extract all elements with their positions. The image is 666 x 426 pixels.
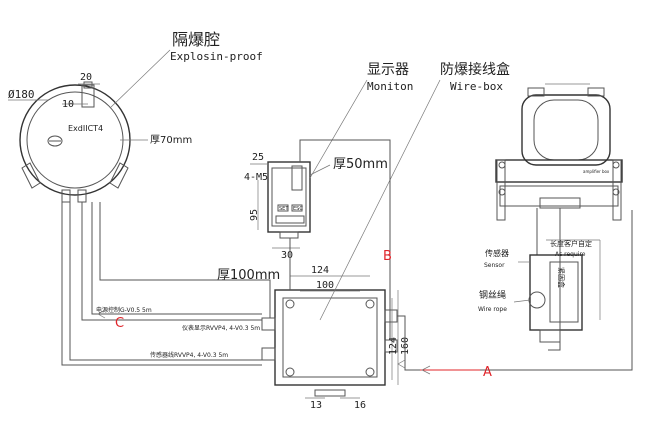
- chamber-dim-side: 10: [62, 99, 74, 110]
- monitor-leader: [309, 79, 368, 179]
- chamber-diameter: Ø180: [8, 88, 35, 101]
- marker-b-arrow: [397, 359, 406, 369]
- monitor-thickness: 厚50mm: [333, 157, 388, 172]
- rope-leader: [513, 299, 531, 303]
- monitor-dim-bottom: 30: [281, 250, 293, 261]
- cables: [61, 139, 633, 371]
- sensor-label-cn: 传感器: [485, 248, 509, 258]
- chamber-dim-top: 20: [80, 72, 92, 83]
- cable-power-label: 电源控制G-V0.5 5m: [96, 306, 152, 314]
- chamber-label-cn: 隔爆腔: [172, 30, 220, 49]
- monitor-label-cn: 显示器: [367, 62, 409, 78]
- marker-a: A: [483, 365, 492, 380]
- rope-label-cn: 钢丝绳: [479, 289, 506, 301]
- marker-c-arrow: [97, 309, 106, 319]
- marker-c: C: [115, 316, 124, 331]
- sensor-assembly: [495, 83, 623, 351]
- wirebox-label-cn: 防爆接线盒: [440, 61, 510, 78]
- wirebox-label-en: Wire-box: [450, 80, 503, 93]
- monitor: [250, 161, 331, 249]
- cable-display-label: 仪表显示RVVP4, 4-V0.3 5m: [182, 324, 260, 332]
- monitor-bolt: 4-M5: [244, 172, 268, 183]
- sensor-plate-text: amplifier box: [583, 169, 610, 174]
- length-label-cn: 长度客户自定: [550, 239, 592, 248]
- marker-b: B: [383, 249, 392, 264]
- wirebox-dim-13: 13: [310, 400, 322, 411]
- wirebox-dim-inner: 100: [316, 280, 334, 291]
- wirebox-dim-16: 16: [354, 400, 366, 411]
- chamber-model: ExdIICT4: [68, 124, 103, 133]
- cable-sensor-label: 传感器线RVVP4, 4-V0.3 5m: [150, 351, 228, 359]
- monitor-dim-h: 95: [249, 209, 260, 221]
- monitor-label-en: Moniton: [367, 80, 413, 93]
- chamber-label-en: Explosin-proof: [170, 50, 263, 63]
- wirebox-leader: [319, 79, 441, 321]
- wirebox-dim-h1: 124: [388, 337, 399, 355]
- chamber-thickness: 厚70mm: [150, 134, 192, 146]
- wire-box: [261, 275, 399, 399]
- chamber-leader: [109, 49, 171, 109]
- weight-box-label: 紧固盒: [557, 267, 566, 288]
- wirebox-thickness: 厚100mm: [217, 268, 280, 283]
- rope-label-en: Wire rope: [478, 306, 507, 313]
- sensor-label-en: Sensor: [484, 262, 505, 269]
- marker-a-arrow: [421, 365, 431, 375]
- monitor-btn-esc: ESC: [293, 206, 303, 212]
- wirebox-dim-outer: 124: [311, 265, 329, 276]
- monitor-btn-set: SET: [279, 206, 289, 212]
- length-label-en: As require: [555, 251, 586, 258]
- monitor-dim-w: 25: [252, 152, 264, 163]
- explosion-chamber: [8, 81, 148, 203]
